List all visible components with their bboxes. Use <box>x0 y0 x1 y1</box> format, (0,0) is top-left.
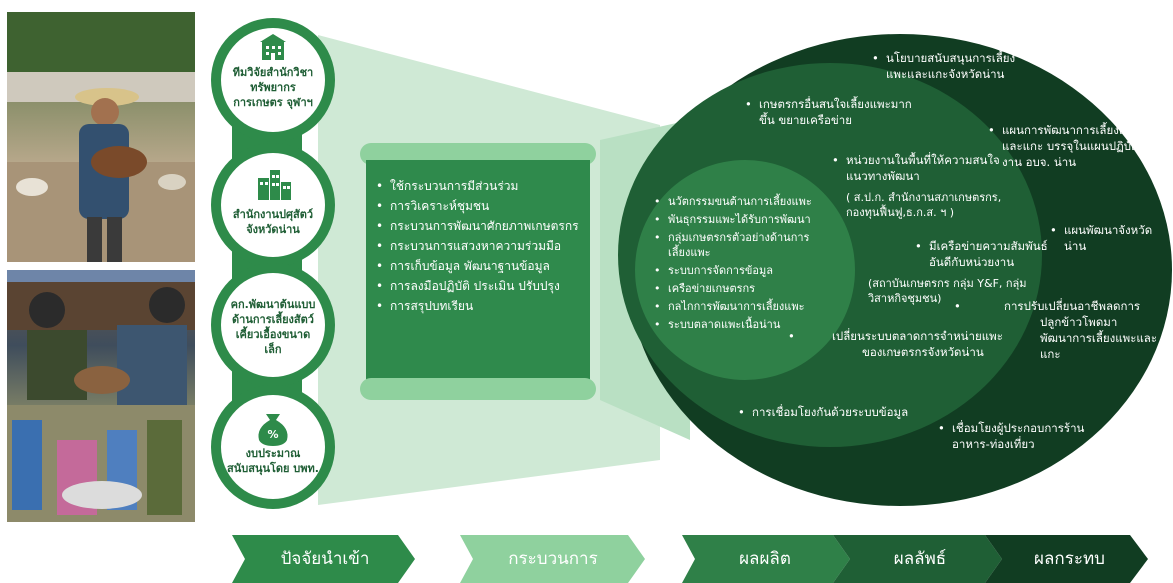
building-icon <box>260 34 286 60</box>
process-item: การสรุปบทเรียน <box>376 298 581 315</box>
process-item: การลงมือปฏิบัติ ประเมิน ปรับปรุง <box>376 278 581 295</box>
outcome-note: ( ส.ป.ก. สำนักงานสภาเกษตรกร, กองทุนฟื้นฟ… <box>846 191 1002 219</box>
impact-item: แผนการพัฒนาการเลี้ยงแพะและแกะ บรรจุในแผน… <box>988 122 1157 170</box>
outcome-note: (สถาบันเกษตรกร กลุ่ม Y&F, กลุ่มวิสาหกิจช… <box>868 277 1027 305</box>
photo-farmer-with-goat <box>7 12 195 262</box>
stage-arrow-output <box>682 535 850 583</box>
process-item: กระบวนการพัฒนาศักยภาพเกษตรกร <box>376 218 581 235</box>
impact-item: นโยบายสนับสนุนการเลี้ยงแพะและแกะจังหวัดน… <box>872 50 1036 82</box>
outcome-item: เปลี่ยนระบบตลาดการจำหน่ายแพะของเกษตรกรจั… <box>818 328 1022 360</box>
stage-label-input: ปัจจัยนำเข้า <box>280 549 370 569</box>
process-item: การเก็บข้อมูล พัฒนาฐานข้อมูล <box>376 258 581 275</box>
office-building-icon <box>258 170 291 200</box>
outcome-item: มีเครือข่ายความสัมพันธ์อันดีกับหน่วยงาน <box>915 238 1049 270</box>
input-label-3: คก.พัฒนาต้นแบบด้านการเลี้ยงสัตว์เคี้ยวเอ… <box>230 298 316 356</box>
outcome-item: หน่วยงานในพื้นที่ให้ความสนใจแนวทางพัฒนา <box>832 152 1026 184</box>
output-item: นวัตกรรมขนต้านการเลี้ยงแพะ <box>654 194 819 209</box>
output-item: กลุ่มเกษตรกรตัวอย่างด้านการเลี้ยงแพะ <box>654 230 819 260</box>
photo-group-with-goat <box>7 270 195 522</box>
output-item: เครือข่ายเกษตรกร <box>654 281 819 296</box>
money-bag-icon: % <box>258 414 288 446</box>
output-list: นวัตกรรมขนต้านการเลี้ยงแพะ พันธุกรรมแพะไ… <box>654 194 819 332</box>
input-label-1: ทีมวิจัยสำนักวิชาทรัพยากรการเกษตร จุฬาฯ <box>232 66 314 109</box>
process-scroll-top <box>360 143 596 165</box>
input-label-4: งบประมาณสนับสนุนโดย บพท. <box>227 447 319 475</box>
output-item: กลไกการพัฒนาการเลี้ยงแพะ <box>654 299 819 314</box>
process-scroll-bottom <box>360 378 596 400</box>
stage-label-impact: ผลกระทบ <box>1034 549 1105 569</box>
impact-item: เชื่อมโยงผู้ประกอบการร้านอาหาร-ท่องเที่ย… <box>938 420 1112 452</box>
stage-arrow-outcome <box>833 535 1002 583</box>
stage-label-process: กระบวนการ <box>508 549 598 569</box>
outcome-item: การเชื่อมโยงกันด้วยระบบข้อมูล <box>738 404 952 420</box>
stage-label-output: ผลผลิต <box>739 549 791 569</box>
output-item: ระบบการจัดการข้อมูล <box>654 263 819 278</box>
stage-arrow-impact <box>985 535 1148 583</box>
impact-item: การปรับเปลี่ยนอาชีพลดการปลูกข้าวโพดมาพัฒ… <box>990 298 1160 362</box>
outcome-item: เกษตรกรอื่นสนใจเลี้ยงแพะมากขึ้น ขยายเครื… <box>745 96 919 128</box>
output-item: พันธุกรรมแพะได้รับการพัฒนา <box>654 212 819 227</box>
input-label-2: สำนักงานปศุสัตว์จังหวัดน่าน <box>232 208 314 236</box>
svg-text:%: % <box>267 428 278 441</box>
stage-arrow-input <box>232 535 415 583</box>
process-item: การวิเคราะห์ชุมชน <box>376 198 581 215</box>
stage-label-outcome: ผลลัพธ์ <box>893 549 947 569</box>
process-item: ใช้กระบวนการมีส่วนร่วม <box>376 178 581 195</box>
stage-arrow-process <box>460 535 645 583</box>
process-item: กระบวนการแสวงหาความร่วมมือ <box>376 238 581 255</box>
output-item: ระบบตลาดแพะเนื้อน่าน <box>654 317 819 332</box>
process-list: ใช้กระบวนการมีส่วนร่วม การวิเคราะห์ชุมชน… <box>376 178 581 315</box>
impact-item: แผนพัฒนาจังหวัดน่าน <box>1050 222 1154 254</box>
